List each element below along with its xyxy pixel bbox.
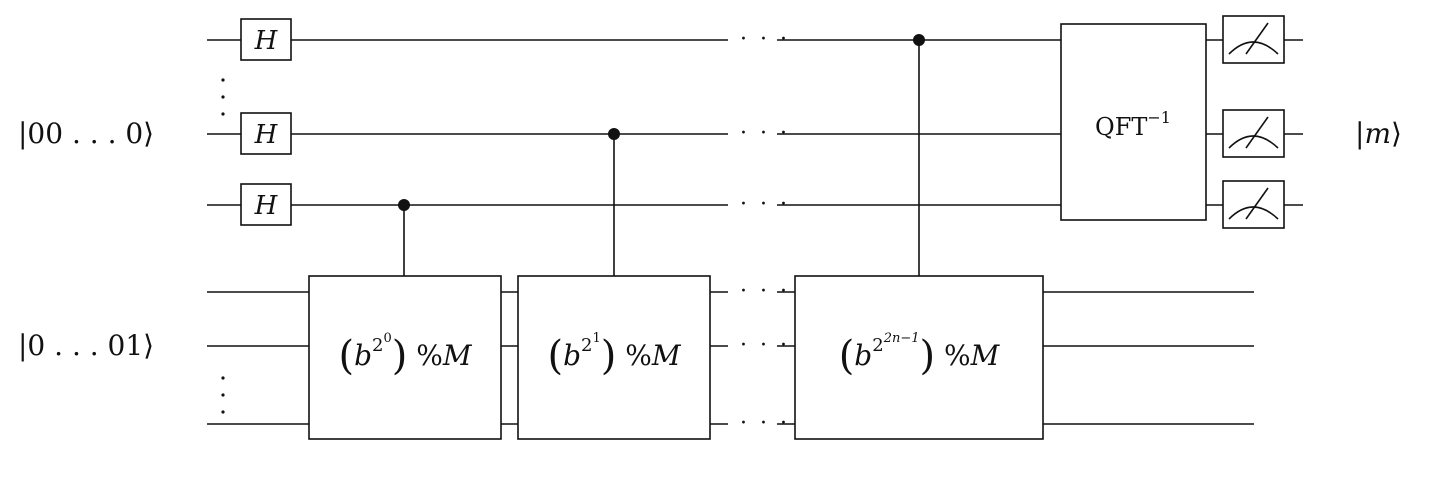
control-dot-1 — [398, 199, 410, 211]
mod-exp-gate-1: (b20) %M — [308, 275, 502, 440]
hadamard-gate-2: H — [240, 112, 292, 155]
ellipsis-bottom-2: · · · — [740, 333, 790, 358]
mod-exp-gate-2: (b21) %M — [517, 275, 711, 440]
control-dot-3 — [913, 34, 925, 46]
bottom-register-label: |0 . . . 01⟩ — [18, 329, 154, 362]
svg-text:(b21) %M: (b21) %M — [547, 331, 681, 379]
output-label: |m⟩ — [1355, 117, 1402, 150]
vdots-top — [221, 78, 225, 116]
ellipsis-bottom-1: · · · — [740, 279, 790, 304]
svg-text:(b20) %M: (b20) %M — [338, 331, 472, 379]
ellipsis-bottom-3: · · · — [740, 411, 790, 436]
vdots-bottom — [221, 376, 225, 414]
mod-exp-gate-3: (b22n−1) %M — [794, 275, 1044, 440]
ellipsis-top-3: · · · — [740, 192, 790, 217]
svg-text:(b22n−1) %M: (b22n−1) %M — [839, 331, 1001, 379]
ellipsis-top-2: · · · — [740, 121, 790, 146]
measurement-meter-2 — [1222, 109, 1285, 158]
measurement-meter-3 — [1222, 180, 1285, 229]
control-dot-2 — [608, 128, 620, 140]
measurement-meter-1 — [1222, 15, 1285, 64]
hadamard-gate-3: H — [240, 183, 292, 226]
svg-text:H: H — [254, 191, 279, 221]
svg-text:H: H — [254, 26, 279, 56]
hadamard-gate-1: H — [240, 18, 292, 61]
ellipsis-top-1: · · · — [740, 27, 790, 52]
top-register-label: |00 . . . 0⟩ — [18, 117, 154, 150]
svg-text:QFT−1: QFT−1 — [1095, 108, 1171, 141]
inverse-qft-gate: QFT−1 — [1060, 23, 1207, 221]
svg-text:H: H — [254, 120, 279, 150]
